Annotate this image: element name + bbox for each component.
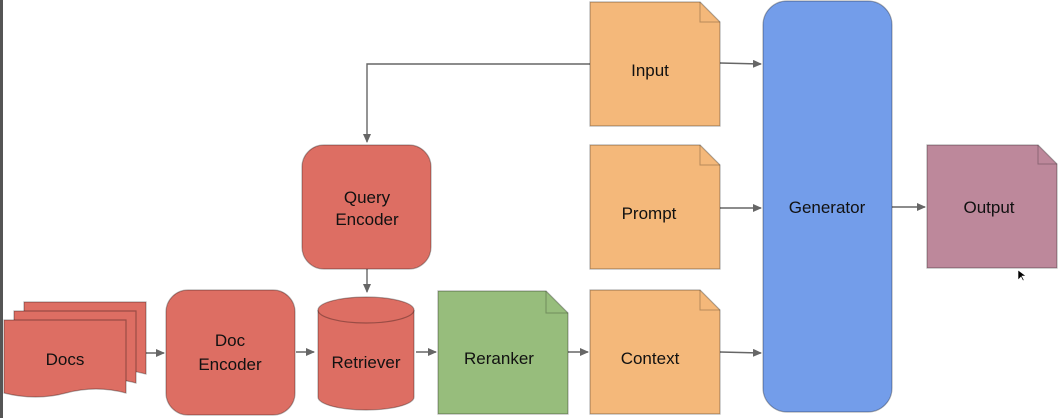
generator-label: Generator: [789, 198, 866, 217]
query-encoder-node: Query Encoder: [301, 144, 432, 270]
edge-input-to-query-encoder: [363, 63, 590, 143]
generator-box: [762, 0, 893, 413]
query-encoder-box: [301, 144, 432, 270]
prompt-label: Prompt: [622, 204, 677, 223]
docs-label: Docs: [46, 350, 85, 369]
edge-context-to-generator: [719, 348, 762, 357]
window-edge: [0, 0, 3, 418]
doc-encoder-label-line2: Encoder: [198, 355, 262, 374]
reranker-node: Reranker: [437, 290, 569, 415]
input-node: Input: [589, 1, 721, 127]
query-encoder-label-line2: Encoder: [335, 210, 399, 229]
output-label: Output: [963, 198, 1014, 217]
generator-node: Generator: [762, 0, 893, 413]
context-node: Context: [589, 289, 721, 415]
reranker-label: Reranker: [464, 349, 534, 368]
reranker-box: [437, 290, 569, 415]
doc-encoder-node: Doc Encoder: [165, 289, 296, 416]
retriever-cylinder-body: [317, 310, 415, 411]
mouse-cursor-icon: [1018, 270, 1026, 282]
output-box: [926, 144, 1058, 269]
doc-encoder-box: [165, 289, 296, 416]
context-fold: [699, 290, 720, 311]
docs-node: Docs: [3, 301, 147, 398]
query-encoder-label-line1: Query: [344, 188, 391, 207]
input-box: [589, 1, 721, 127]
context-label: Context: [621, 349, 680, 368]
prompt-fold: [699, 145, 720, 166]
edges: [146, 59, 926, 357]
prompt-node: Prompt: [589, 144, 721, 270]
input-fold: [699, 2, 720, 23]
reranker-fold: [545, 291, 568, 314]
docs-sheet-front: [3, 319, 127, 398]
retriever-label: Retriever: [332, 353, 401, 372]
retriever-node: Retriever: [317, 296, 415, 411]
prompt-box: [589, 144, 721, 270]
retriever-cylinder-top: [317, 296, 415, 324]
context-box: [589, 289, 721, 415]
output-node: Output: [926, 144, 1058, 269]
edge-input-to-generator: [719, 59, 762, 68]
doc-encoder-label-line1: Doc: [215, 331, 246, 350]
input-label: Input: [631, 61, 669, 80]
output-fold: [1037, 145, 1057, 165]
